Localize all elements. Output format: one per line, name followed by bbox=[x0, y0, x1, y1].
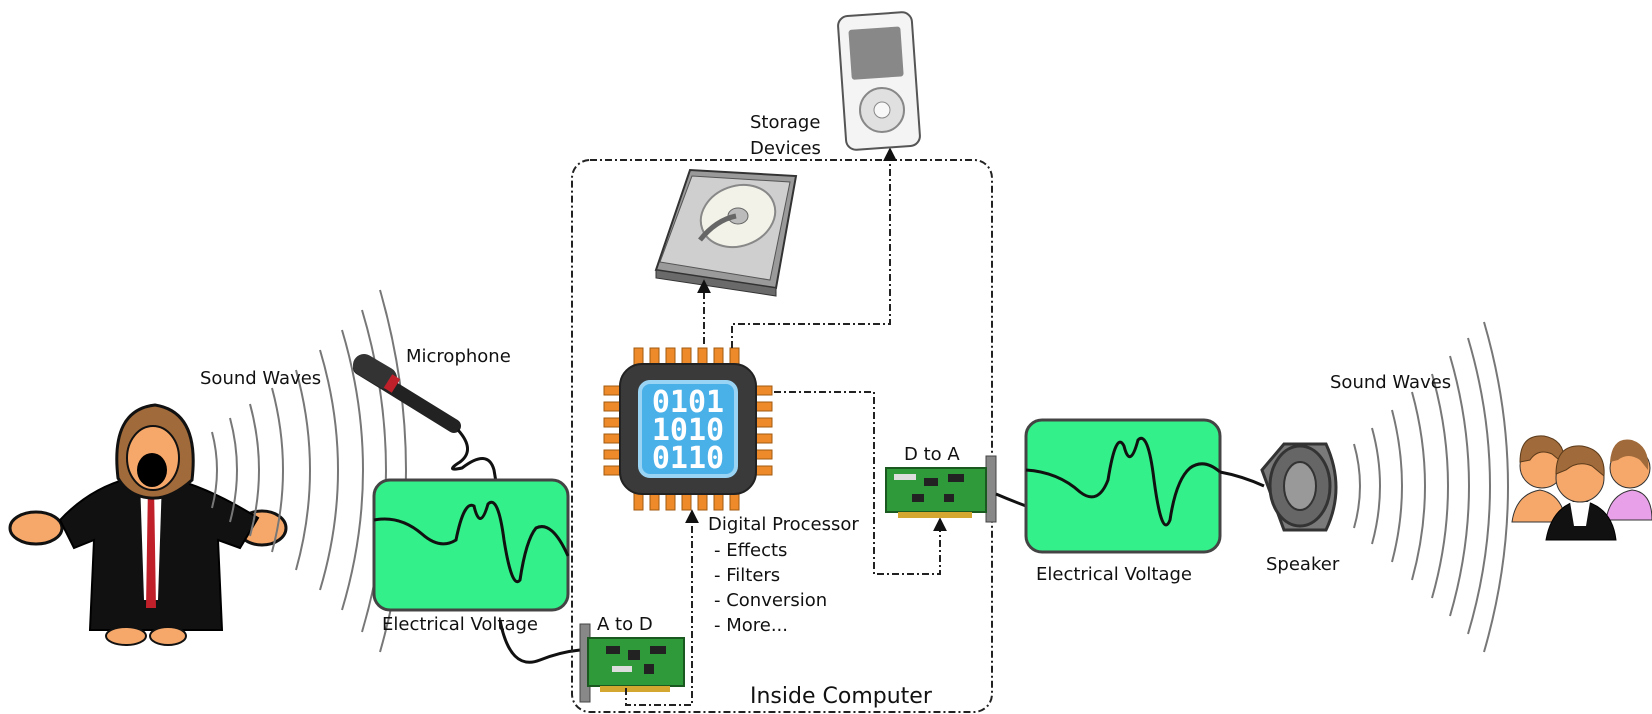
arrow-processor-to-dtoa bbox=[774, 391, 947, 575]
cable-left bbox=[498, 619, 581, 664]
inside-computer-label: Inside Computer bbox=[750, 684, 933, 709]
chip-bits-row-1: 0101 bbox=[652, 385, 724, 420]
hard-drive-icon bbox=[654, 168, 798, 297]
singer-icon bbox=[8, 403, 288, 646]
sound-waves-left-label: Sound Waves bbox=[200, 368, 321, 389]
arrow-processor-to-storage bbox=[731, 147, 897, 348]
microphone-label: Microphone bbox=[406, 346, 511, 367]
cable-right bbox=[995, 492, 1027, 508]
cable-speaker bbox=[1219, 470, 1265, 488]
arrow-atod-to-processor bbox=[625, 509, 699, 706]
digital-processor-label: Digital Processor bbox=[708, 514, 859, 535]
voltage-scope-right bbox=[1024, 418, 1222, 554]
processor-feature-effects: - Effects bbox=[714, 540, 787, 561]
speaker-icon bbox=[1260, 442, 1338, 532]
chip-bits-row-3: 0110 bbox=[652, 441, 724, 476]
a-to-d-label: A to D bbox=[597, 614, 653, 635]
voltage-scope-left bbox=[372, 478, 570, 612]
processor-feature-more: - More... bbox=[714, 615, 788, 636]
d-to-a-card-icon bbox=[885, 455, 997, 523]
sound-waves-right-icon bbox=[1353, 321, 1509, 653]
voltage-left-label: Electrical Voltage bbox=[382, 614, 538, 635]
processor-chip-icon: 0101 1010 0110 bbox=[603, 347, 773, 511]
audience-icon bbox=[1511, 435, 1652, 541]
computer-boundary bbox=[571, 159, 993, 713]
processor-feature-filters: - Filters bbox=[714, 565, 780, 586]
processor-feature-conversion: - Conversion bbox=[714, 590, 827, 611]
storage-label-line1: Storage bbox=[750, 112, 820, 133]
a-to-d-card-icon bbox=[579, 623, 685, 703]
storage-label-line2: Devices bbox=[750, 138, 821, 159]
d-to-a-label: D to A bbox=[904, 444, 960, 465]
voltage-right-label: Electrical Voltage bbox=[1036, 564, 1192, 585]
sound-waves-right-label: Sound Waves bbox=[1330, 372, 1451, 393]
microphone-icon bbox=[353, 354, 498, 483]
portable-player-icon bbox=[837, 11, 921, 151]
chip-bits-row-2: 1010 bbox=[652, 413, 724, 448]
speaker-label: Speaker bbox=[1266, 554, 1340, 575]
